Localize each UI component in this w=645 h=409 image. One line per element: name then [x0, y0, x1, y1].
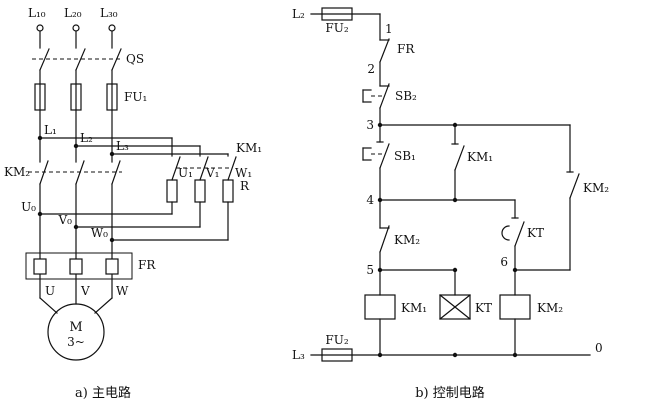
supply-terminal-icon	[108, 24, 116, 32]
km1-main-label: KM₁	[236, 141, 262, 155]
km1-aux-label: KM₁	[467, 150, 493, 164]
node-number-6: 6	[500, 255, 508, 269]
fuse-icon	[321, 7, 353, 21]
km2-coil-label: KM₂	[537, 301, 563, 315]
km2-coil: KM₂	[499, 294, 563, 356]
bottom-fuse-label: FU₂	[325, 333, 348, 347]
km1-aux-contact: KM₁	[451, 124, 493, 201]
resistor-terminal-v1: V₁	[205, 166, 219, 180]
junction-label-v0: V₀	[58, 213, 73, 227]
km1-coil-label: KM₁	[401, 301, 427, 315]
sb2-label: SB₂	[395, 89, 417, 103]
supply-terminal-icon	[72, 24, 80, 32]
heater-icon	[33, 258, 47, 275]
sb1-label: SB₁	[394, 149, 416, 163]
km1-coil: KM₁	[364, 294, 427, 356]
bottom-supply-label: L₃	[292, 348, 305, 362]
fr-thermal-element: FR	[25, 252, 156, 280]
supply-terminal-icon	[36, 24, 44, 32]
km1-resistor-branch: KM₁ U₁ V₁ W₁ R	[39, 137, 262, 241]
coil-icon	[439, 294, 471, 320]
kt-coil: KT	[439, 269, 492, 320]
fr-contact-label: FR	[397, 42, 415, 56]
fu1-label: FU₁	[124, 90, 147, 104]
control-circuit: L₂ FU₂ 1 FR 2 SB₂ 3	[292, 7, 609, 401]
supply-label-l10: L₁₀	[28, 6, 46, 20]
fu1-fuses: FU₁	[34, 83, 147, 111]
motor-terminal-v: V	[80, 284, 90, 298]
heater-icon	[69, 258, 83, 275]
fr-box	[25, 252, 133, 280]
control-circuit-caption: b) 控制电路	[415, 385, 485, 401]
kt-contact-label: KT	[527, 226, 544, 240]
km2-holding-contact: KM₂	[566, 124, 609, 271]
motor-phases: 3~	[67, 335, 85, 349]
sb2-stop-button: SB₂	[362, 83, 417, 109]
km2-holding-label: KM₂	[583, 181, 609, 195]
resistor-terminal-u1: U₁	[178, 166, 193, 180]
km2-main-label: KM₂	[4, 165, 30, 179]
junction-label-u0: U₀	[21, 200, 36, 214]
fuse-icon	[321, 348, 353, 362]
motor-terminal-w: W	[116, 284, 129, 298]
supply-label-l20: L₂₀	[64, 6, 82, 20]
fuse-icon	[106, 83, 118, 111]
km2-nc-contact: KM₂	[379, 225, 420, 253]
fuse-icon	[34, 83, 46, 111]
main-circuit: L₁₀ L₂₀ L₃₀ QS	[4, 6, 262, 401]
main-circuit-caption: a) 主电路	[75, 385, 131, 401]
fr-nc-contact: FR	[379, 38, 415, 63]
motor: M 3~	[47, 303, 105, 361]
sb1-start-button: SB₁	[362, 141, 416, 169]
resistor-terminal-w1: W₁	[235, 166, 252, 180]
km2-main-contacts: KM₂	[4, 160, 122, 185]
node-number-3: 3	[366, 118, 374, 132]
top-supply-label: L₂	[292, 7, 305, 21]
motor-circle-icon	[47, 303, 105, 361]
kt-coil-label: KT	[475, 301, 492, 315]
km2-nc-label: KM₂	[394, 233, 420, 247]
qs-switch: QS	[32, 48, 144, 71]
fuse-icon	[70, 83, 82, 111]
line-label-l1: L₁	[44, 123, 57, 137]
motor-terminal-u: U	[45, 284, 55, 298]
junction-label-w0: W₀	[91, 226, 108, 240]
node-number-0: 0	[595, 341, 603, 355]
qs-label: QS	[126, 52, 144, 66]
node-number-4: 4	[366, 193, 374, 207]
kt-delay-contact: KT	[501, 199, 544, 247]
top-fuse-label: FU₂	[325, 21, 348, 35]
fr-main-label: FR	[138, 258, 156, 272]
delay-arc-icon	[501, 225, 510, 241]
node-number-1: 1	[385, 22, 393, 36]
resistor-label: R	[240, 179, 250, 193]
motor-letter: M	[69, 320, 82, 335]
supply-label-l30: L₃₀	[100, 6, 118, 20]
node-number-2: 2	[367, 62, 375, 76]
node-number-5: 5	[366, 263, 374, 277]
heater-icon	[105, 258, 119, 275]
